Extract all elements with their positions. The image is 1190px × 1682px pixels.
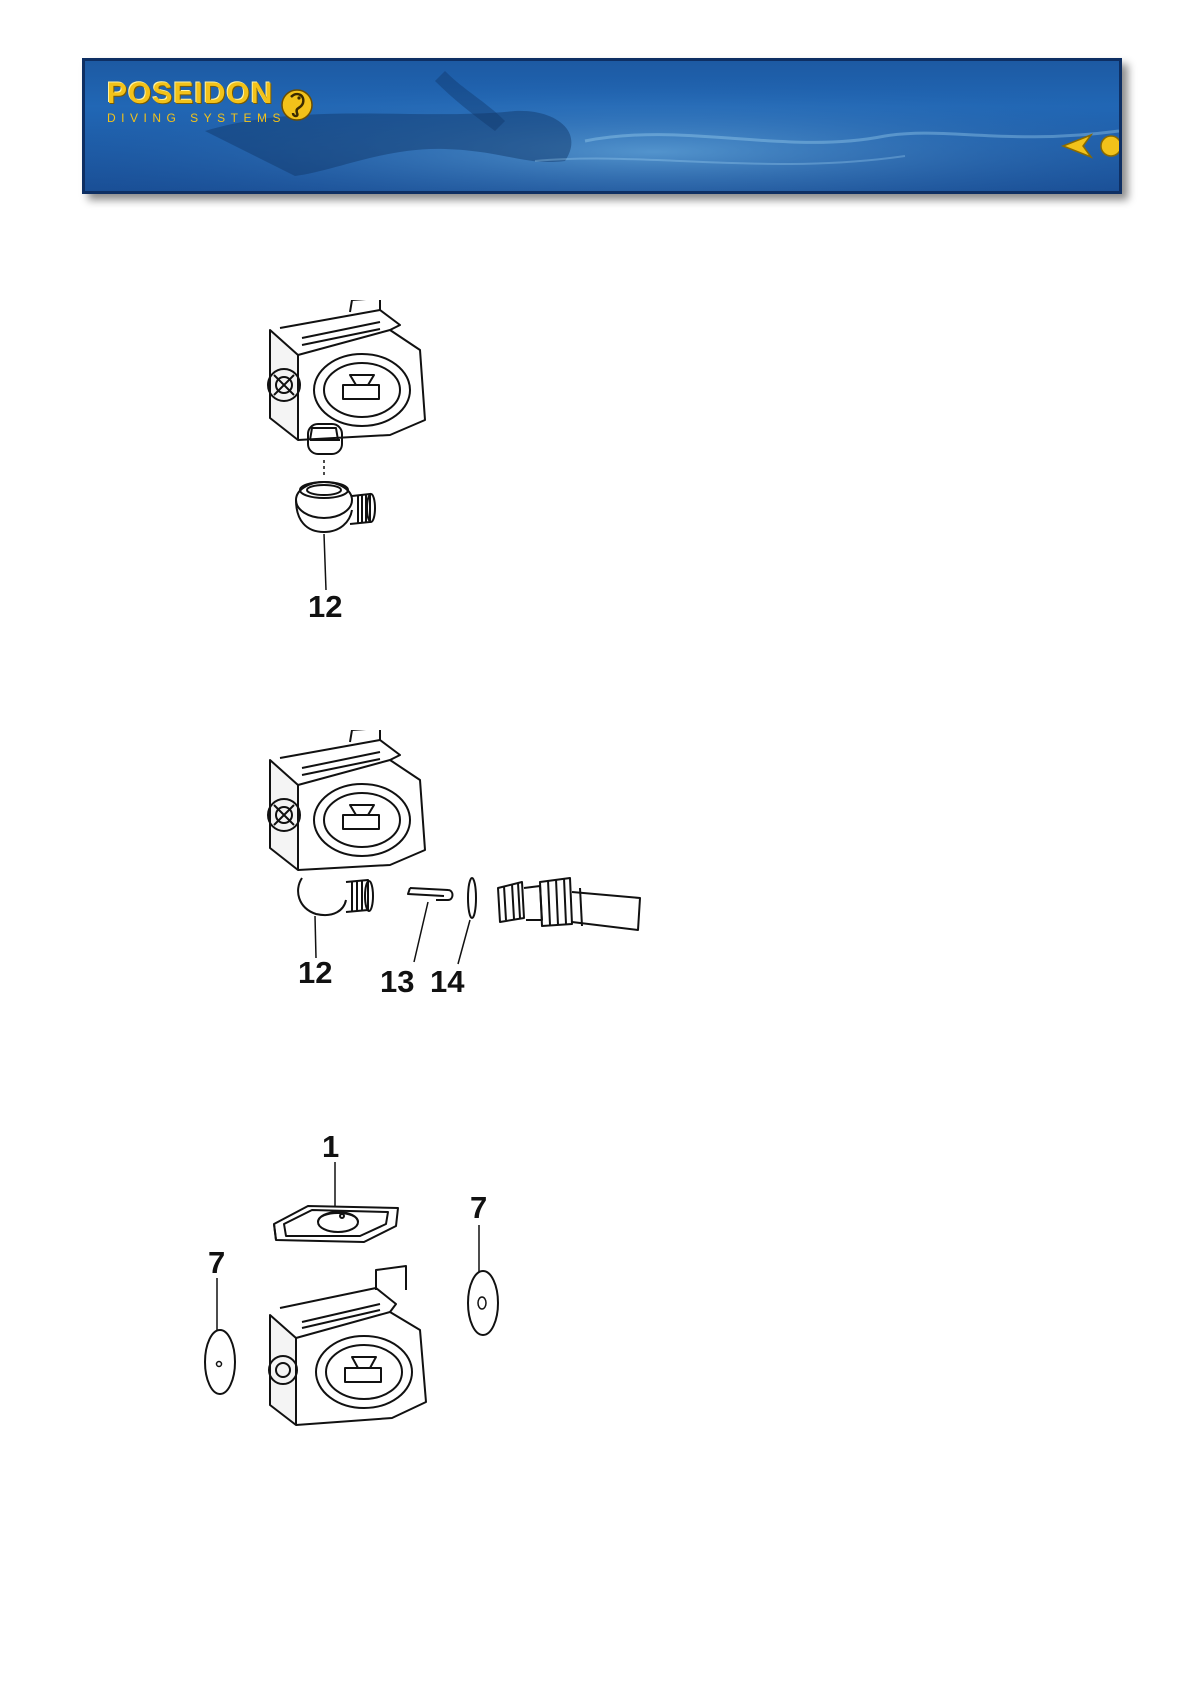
callout-12-fig2: 12 [298, 957, 332, 988]
brand-name: POSEIDON [107, 79, 286, 109]
home-dot-icon[interactable] [1099, 134, 1122, 158]
callout-13: 13 [380, 966, 414, 997]
figure-3-diagram [200, 1140, 560, 1490]
callout-14: 14 [430, 966, 464, 997]
logo: POSEIDON DIVING SYSTEMS [107, 79, 286, 125]
callout-7-left: 7 [208, 1247, 225, 1278]
callout-1: 1 [322, 1131, 339, 1162]
callout-12: 12 [308, 591, 342, 622]
figure-2-diagram [240, 730, 680, 1050]
seahorse-emblem-icon [279, 83, 315, 123]
header-banner: POSEIDON DIVING SYSTEMS [82, 58, 1122, 194]
brand-subtitle: DIVING SYSTEMS [107, 111, 286, 125]
previous-arrow-icon[interactable] [1061, 133, 1093, 159]
figure-1-diagram [240, 300, 460, 630]
callout-7-right: 7 [470, 1192, 487, 1223]
